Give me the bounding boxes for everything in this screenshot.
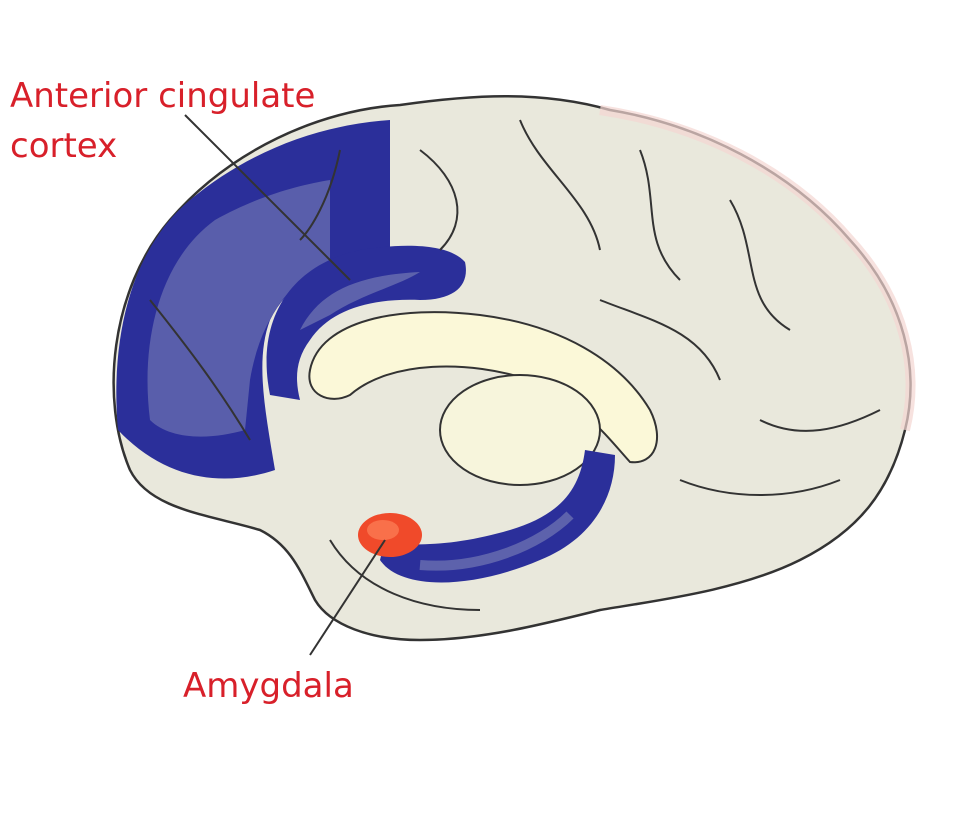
- temporal-highlight-region: [380, 450, 615, 583]
- amygdala-highlight: [367, 520, 399, 540]
- acc-label-line2: cortex: [10, 126, 118, 166]
- acc-label-line1: Anterior cingulate: [10, 76, 316, 116]
- frontal-inner-shading: [147, 180, 330, 437]
- corpus-callosum: [308, 311, 659, 464]
- temporal-inner-shading: [419, 511, 574, 571]
- cingulate-inner-shading: [300, 272, 420, 330]
- acc-pointer-line: [184, 114, 351, 281]
- thalamus: [439, 374, 601, 486]
- cortex-edge-tint: [599, 105, 916, 432]
- anterior-cingulate-region: [266, 245, 466, 400]
- sulci-lines: [149, 119, 881, 611]
- amygdala-label: Amygdala: [183, 666, 354, 706]
- amygdala-pointer-line: [309, 539, 386, 656]
